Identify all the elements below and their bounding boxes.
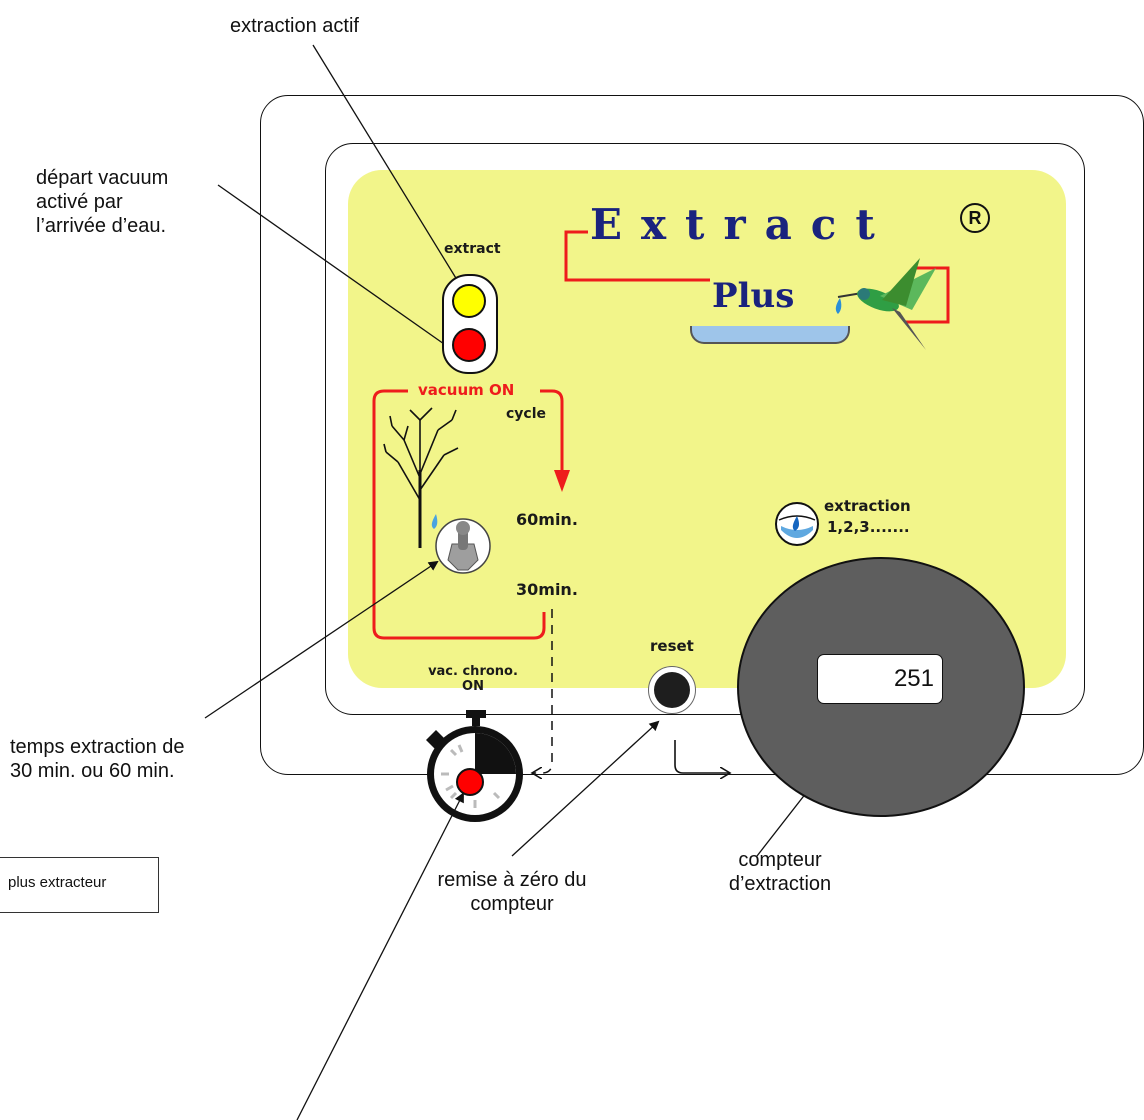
callout-extraction-actif: extraction actif — [230, 15, 359, 37]
hummingbird-icon — [835, 258, 936, 350]
reset-button[interactable] — [648, 666, 696, 714]
callout-remise-a-zero: remise à zéro du compteur — [412, 868, 612, 916]
extraction-drop-icon — [775, 502, 819, 546]
callout-line: remise à zéro du — [437, 869, 587, 891]
callout-line: compteur — [470, 893, 554, 915]
extraction-sequence: 1,2,3....... — [827, 518, 910, 536]
vacuum-start-lamp — [452, 328, 486, 362]
callout-line: temps extraction de — [10, 736, 185, 758]
cycle-label: cycle — [506, 406, 547, 422]
logo-extract-text: Extract — [590, 200, 894, 249]
callout-line: l’arrivée d’eau. — [36, 215, 167, 237]
callout-line: compteur — [738, 849, 822, 871]
callout-line: activé par — [36, 191, 123, 213]
toggle-switch[interactable] — [435, 518, 491, 574]
tree-icon — [383, 407, 459, 548]
callout-leaders — [204, 44, 886, 1120]
registered-mark: R — [960, 203, 990, 233]
callout-depart-vacuum: départ vacuum activé par l’arrivée d’eau… — [36, 166, 168, 238]
callout-compteur: compteur d’extraction — [700, 848, 860, 896]
enclosure-inner-frame — [325, 143, 1085, 715]
chrono-label-line: ON — [462, 679, 484, 694]
lamp-label: extract — [444, 241, 501, 257]
logo-tray — [690, 326, 850, 344]
logo-right-bracket — [905, 266, 950, 324]
vacuum-cycle-arrowhead — [554, 470, 570, 492]
logo-bracket — [564, 230, 590, 282]
reset-button-cap — [654, 672, 690, 708]
vacuum-on-label: vacuum ON — [418, 381, 515, 399]
indicator-lamp-housing — [442, 274, 498, 374]
callout-line: 30 min. ou 60 min. — [10, 760, 175, 782]
chrono-label-line: vac. chrono. — [428, 664, 518, 679]
logo-plus-text: Plus — [712, 276, 795, 316]
callout-line: départ vacuum — [36, 167, 169, 189]
callout-line: d’extraction — [728, 873, 832, 895]
extract-active-lamp — [452, 284, 486, 318]
callout-temps-extraction: temps extraction de 30 min. ou 60 min. — [10, 735, 185, 783]
legend-box — [0, 857, 159, 913]
time-30-label: 30min. — [516, 580, 578, 599]
extraction-label: extraction — [824, 497, 911, 515]
time-60-label: 60min. — [516, 510, 578, 529]
reset-counter-arrow — [674, 740, 730, 773]
chrono-label: vac. chrono. ON — [418, 664, 528, 694]
dashed-link-arrow — [532, 609, 553, 773]
reset-label: reset — [650, 637, 694, 655]
logo-word: Extract — [590, 200, 894, 249]
vacuum-cycle-loop — [372, 389, 564, 640]
stopwatch-icon — [426, 710, 523, 822]
extraction-counter-display: 251 — [817, 654, 943, 704]
sap-drop-icon — [431, 514, 438, 529]
stopwatch-red-button[interactable] — [456, 768, 484, 796]
legend-label: plus extracteur — [8, 874, 107, 891]
